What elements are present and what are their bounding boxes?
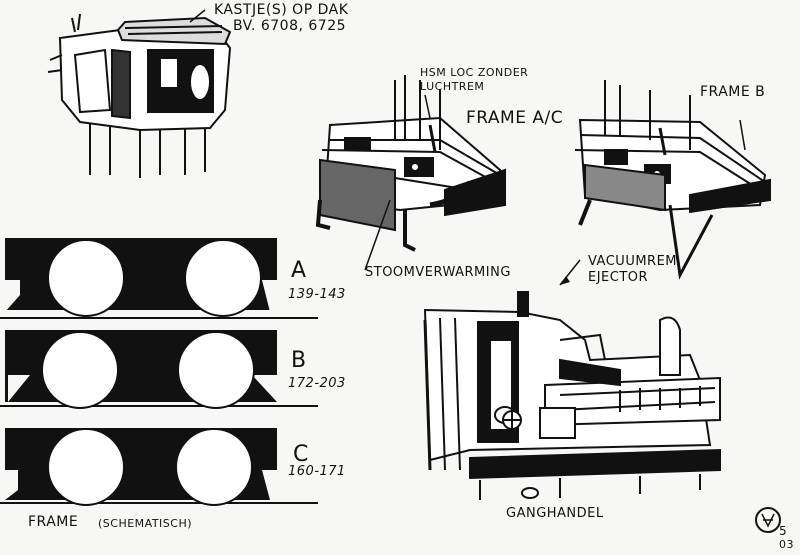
frame-b-label: FRAME B bbox=[700, 84, 766, 100]
stoom-leader bbox=[364, 199, 391, 271]
hsm-label-line1: HSM LOC ZONDER bbox=[420, 66, 529, 79]
frame-b-letter: B bbox=[291, 348, 307, 373]
frame-ac-label: FRAME A/C bbox=[466, 108, 564, 128]
cab-interior-sketch bbox=[423, 291, 721, 500]
frame-ac-sketch bbox=[315, 75, 506, 252]
ganghandel-detail bbox=[521, 487, 539, 499]
frame-a-range: 139-143 bbox=[288, 287, 346, 302]
frame-c-letter: C bbox=[293, 442, 309, 467]
schematic-frame-b bbox=[0, 330, 318, 409]
kastje-label-line1: KASTJE(S) OP DAK bbox=[214, 2, 349, 18]
frame-b-range: 172-203 bbox=[288, 376, 346, 391]
vacuumrem-label-line2: EJECTOR bbox=[588, 270, 649, 285]
schematic-frame-c bbox=[0, 428, 318, 506]
cab-roof-sketch bbox=[47, 13, 232, 178]
ganghandel-label: GANGHANDEL bbox=[506, 506, 604, 521]
frame-schematic-label: FRAME bbox=[28, 514, 79, 530]
signature-year: 03 bbox=[779, 538, 794, 551]
signature-mark bbox=[755, 507, 781, 533]
kastje-leader bbox=[189, 9, 206, 23]
stoomverwarming-label: STOOMVERWARMING bbox=[365, 265, 511, 280]
signature-number: 5 bbox=[779, 524, 788, 538]
hsm-leader bbox=[424, 94, 431, 119]
frame-schematic-sublabel: (SCHEMATISCH) bbox=[98, 517, 193, 530]
frame-b-sketch bbox=[574, 80, 771, 280]
hsm-label-line2: LUCHTREM bbox=[420, 80, 485, 93]
frame-c-range: 160-171 bbox=[288, 464, 346, 479]
kastje-label-line2: BV. 6708, 6725 bbox=[233, 18, 347, 34]
schematic-frame-a bbox=[0, 238, 318, 319]
frame-a-letter: A bbox=[291, 258, 307, 283]
vacuum-arrow-head bbox=[560, 276, 570, 285]
vacuumrem-label-line1: VACUUMREM bbox=[588, 254, 678, 269]
